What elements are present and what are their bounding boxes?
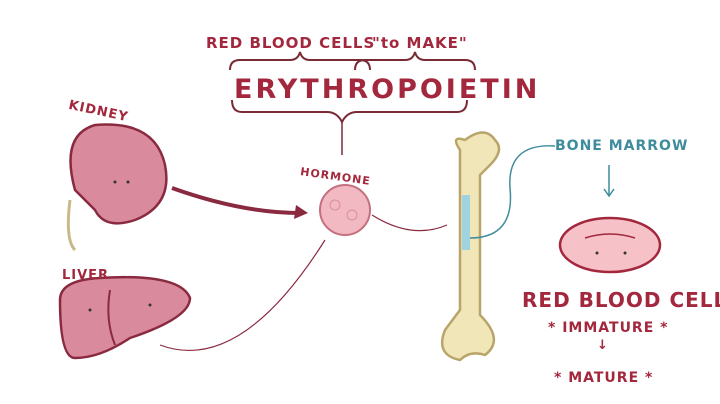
stage-arrow: ↓	[597, 338, 609, 353]
bracket-left	[229, 51, 371, 71]
title-quote: "to MAKE"	[372, 34, 468, 52]
hormone-blob-icon	[319, 184, 371, 236]
bracket-right	[354, 51, 476, 71]
red-blood-cell-icon	[558, 216, 662, 274]
title-prefix: RED BLOOD CELLS	[206, 34, 376, 52]
femur-bone-icon	[440, 131, 501, 362]
rbc-label: RED BLOOD CELL	[522, 288, 720, 312]
hormone-arrow	[371, 214, 448, 232]
kidney-arrow	[171, 186, 301, 215]
title-word: ERYTHROPOIETIN	[234, 74, 541, 105]
bone-marrow-label: BONE MARROW	[555, 138, 689, 154]
down-arrow-icon	[603, 165, 615, 198]
mature-label: * MATURE *	[554, 370, 654, 386]
liver-arrow	[159, 239, 326, 352]
liver-label: LIVER	[62, 268, 110, 283]
liver-icon	[58, 275, 192, 360]
immature-label: * IMMATURE *	[548, 320, 669, 336]
kidney-icon	[66, 123, 168, 252]
bone-marrow-pointer	[469, 145, 556, 239]
